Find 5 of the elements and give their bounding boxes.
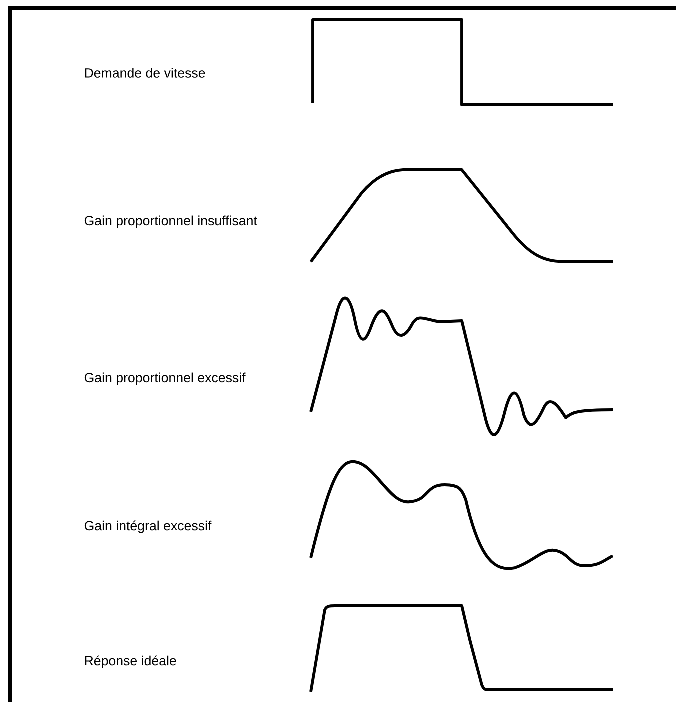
curve-label: Gain intégral excessif <box>84 520 212 534</box>
curve-label: Demande de vitesse <box>85 68 206 78</box>
curve-label: Réponse idéale <box>85 656 176 668</box>
curve-label: Gain proportionnel insuffisant <box>84 216 258 228</box>
curve-label: Gain proportionnel excessif <box>84 372 246 386</box>
